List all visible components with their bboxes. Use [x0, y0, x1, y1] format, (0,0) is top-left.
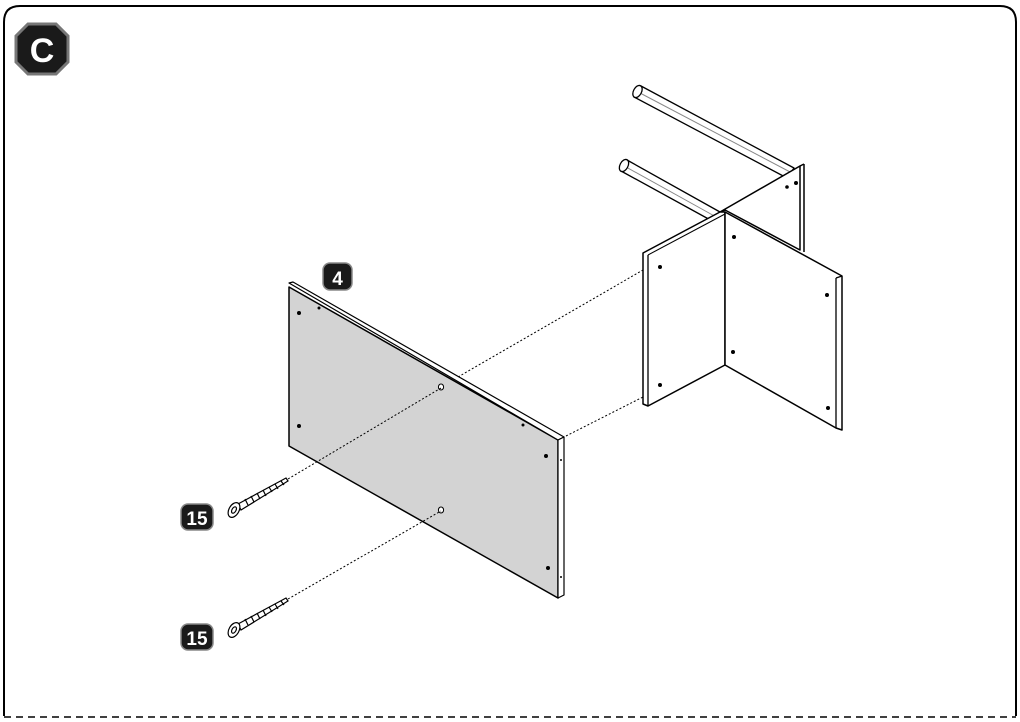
- dowel-rod-upper: [632, 84, 795, 179]
- part-badge-panel: 4: [322, 262, 353, 291]
- part-number-screw-lower: 15: [186, 629, 208, 650]
- step-letter: C: [30, 32, 55, 70]
- frame-holes: [658, 181, 830, 410]
- divider-panel: [724, 211, 843, 431]
- part-number-screw-upper: 15: [186, 509, 208, 530]
- side-panel-front: [642, 211, 726, 407]
- panel-face: [288, 286, 559, 599]
- cabinet-frame: [618, 84, 843, 431]
- screw-hole-lower: [437, 506, 445, 514]
- panel-holes: [297, 306, 562, 578]
- screw-hole-upper: [437, 383, 445, 391]
- page-frame: [3, 5, 1017, 718]
- screw-lower: [227, 597, 289, 638]
- part-badge-screw-upper: 15: [180, 503, 214, 531]
- part-badge-screw-lower: 15: [180, 623, 214, 651]
- screw-head: [227, 502, 241, 518]
- panel-part-4: [288, 281, 565, 599]
- panel-side-edge: [557, 436, 565, 599]
- step-badge: C: [14, 22, 70, 76]
- back-upright-panel: [719, 165, 801, 251]
- screw-head: [227, 622, 241, 638]
- part-number-panel: 4: [332, 269, 343, 290]
- alignment-guides-screws: [287, 387, 442, 600]
- dowel-rod-lower: [618, 158, 721, 223]
- screw-upper: [227, 477, 289, 518]
